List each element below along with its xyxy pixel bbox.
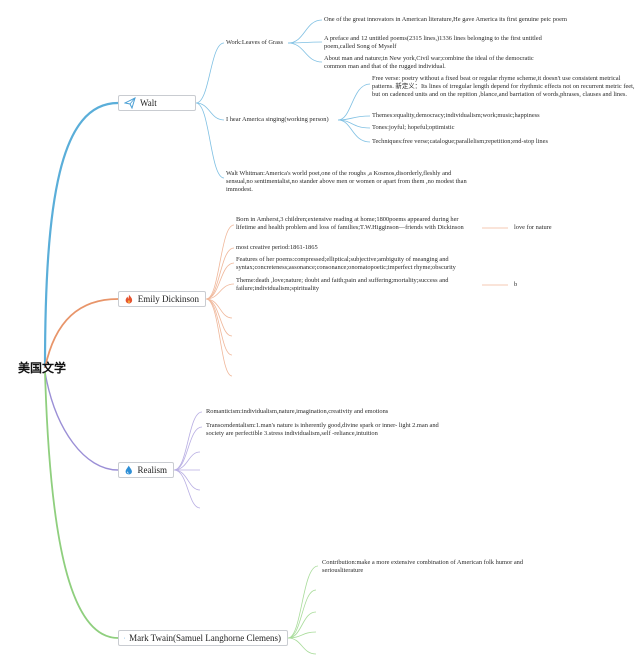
walt-singing-item[interactable]: Themes:equality,democracy;individualism;… bbox=[372, 112, 540, 119]
twain-item[interactable]: Contribution:make a more extensive combi… bbox=[322, 559, 524, 574]
walt-singing-item[interactable]: Free verse: poetry without a fixed beat … bbox=[372, 75, 635, 98]
dickinson-item[interactable]: Theme:death ,love;nature; doubt and fait… bbox=[236, 277, 449, 292]
dickinson-item[interactable]: Features of her poems:compressed;ellipti… bbox=[236, 256, 456, 271]
walt-summary[interactable]: Walt Whitman:America's world poet,one of… bbox=[226, 170, 467, 193]
dickinson-item[interactable]: Born in Amherst,3 children;extensive rea… bbox=[236, 216, 464, 231]
topic-emily-dickinson[interactable]: Emily Dickinson bbox=[118, 291, 206, 307]
walt-work-item[interactable]: One of the great innovators in American … bbox=[324, 16, 567, 23]
dickinson-b[interactable]: b bbox=[514, 281, 518, 288]
walt-work-label[interactable]: Work:Leaves of Grass bbox=[226, 39, 283, 46]
walt-singing-item[interactable]: Techniques:free verse;catalogue;parallel… bbox=[372, 138, 548, 145]
topic-realism[interactable]: Realism bbox=[118, 462, 174, 478]
water-drop-icon bbox=[124, 637, 125, 639]
flame-icon bbox=[125, 294, 133, 304]
paper-plane-icon bbox=[124, 97, 136, 109]
water-drop-icon bbox=[125, 465, 132, 475]
topic-walt[interactable]: Walt bbox=[118, 95, 196, 111]
root-topic[interactable]: 美国文学 bbox=[18, 361, 67, 375]
topic-emily-dickinson-label: Emily Dickinson bbox=[137, 294, 199, 304]
dickinson-love-for-nature[interactable]: love for nature bbox=[514, 224, 552, 231]
realism-item[interactable]: Romanticism:individualism,nature,imagina… bbox=[206, 408, 389, 415]
walt-work-item[interactable]: About man and nature;in New york,Civil w… bbox=[324, 55, 534, 70]
realism-item[interactable]: Transcendentalism:1.man's nature is inhe… bbox=[206, 422, 439, 437]
walt-singing-label[interactable]: I hear America singing(working person) bbox=[226, 116, 329, 123]
walt-singing-item[interactable]: Tones:joyful; hopeful;optimistic bbox=[372, 124, 455, 131]
topic-mark-twain[interactable]: Mark Twain(Samuel Langhorne Clemens) bbox=[118, 630, 288, 646]
topic-realism-label: Realism bbox=[137, 465, 168, 475]
topic-mark-twain-label: Mark Twain(Samuel Langhorne Clemens) bbox=[129, 633, 281, 643]
topic-walt-label: Walt bbox=[140, 98, 157, 108]
dickinson-item[interactable]: most creative period:1861-1865 bbox=[236, 244, 318, 251]
walt-work-item[interactable]: A preface and 12 untitled poems(2315 lin… bbox=[324, 35, 542, 50]
